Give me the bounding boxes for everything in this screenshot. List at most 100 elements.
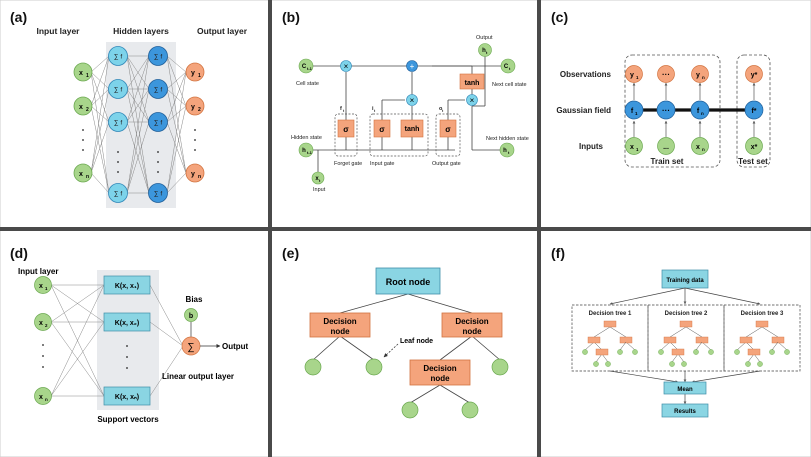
neuron-symbol: ∑ f	[114, 87, 122, 94]
input-tanh: tanh	[405, 126, 420, 133]
hidden-ellipsis-dot	[157, 161, 159, 163]
tree1-label: Decision tree 1	[589, 311, 632, 317]
field-fstar: f*	[751, 108, 756, 115]
decision-node-right	[441, 312, 503, 338]
leaf-node	[461, 401, 479, 419]
mini-tree-edge	[669, 326, 687, 338]
output-gate-label: Output gate	[432, 161, 461, 167]
mini-tree-edge	[753, 353, 761, 363]
mean-box	[663, 381, 707, 395]
it-sub: t	[374, 109, 376, 113]
cell-state-label: Cell state	[296, 81, 319, 87]
mini-tree-leaf	[745, 361, 751, 367]
panel-label-c: (c)	[551, 9, 568, 25]
h-next-sub: t	[508, 150, 510, 155]
connection-line	[126, 88, 150, 194]
mini-tree-leaf	[593, 361, 599, 367]
hidden-neuron	[148, 112, 168, 132]
mini-tree-edge	[593, 326, 611, 338]
results-label: Results	[674, 409, 696, 415]
input-label: Input	[313, 187, 326, 193]
mini-tree-leaf	[734, 349, 740, 355]
mini-tree-node	[603, 320, 617, 328]
output-multiply: ×	[470, 96, 475, 105]
forget-gate-label: Forget gate	[334, 161, 362, 167]
gp-input-nodes: x 1 ... x n x*	[625, 137, 763, 155]
connection-line	[166, 71, 187, 90]
mini-tree-node	[663, 336, 677, 344]
decision-left-line2: node	[330, 327, 350, 336]
connection-line	[90, 105, 110, 194]
panel-f-random-forest: Training data Decision tree 1 Decision t…	[571, 269, 801, 418]
x1-sub: 1	[86, 73, 89, 79]
hidden-ellipsis-dot	[117, 171, 119, 173]
mini-tree-leaf	[769, 349, 775, 355]
test-set-label: Test set	[738, 157, 768, 166]
mini-tree-leaf	[681, 361, 687, 367]
ft-sub: t	[343, 109, 345, 113]
svm-input-nodes: x 1 x 2 x n	[34, 276, 52, 405]
svm-input-ellipsis	[42, 344, 44, 368]
output-layer-label: Output layer	[197, 26, 248, 36]
field-f1-sub: 1	[635, 111, 638, 116]
svm-connection-line	[50, 321, 105, 397]
mini-tree-leaf	[617, 349, 623, 355]
support-vectors-label: Support vectors	[97, 415, 159, 424]
tree-boxes	[571, 304, 801, 372]
mini-tree-leaf	[669, 361, 675, 367]
train-set-label: Train set	[651, 157, 684, 166]
ct-label: C	[504, 64, 509, 70]
obs-dots: ···	[662, 70, 670, 79]
leaf-node	[401, 401, 419, 419]
obs-ystar: y*	[751, 72, 758, 79]
svm-kernel-ellipsis	[126, 345, 128, 369]
mini-tree-edge	[619, 341, 627, 351]
connection-line	[90, 55, 110, 107]
tree2-label: Decision tree 2	[665, 311, 708, 317]
mini-tree-node	[671, 348, 685, 356]
gaussian-field-label: Gaussian field	[556, 106, 611, 115]
c-prev-label: C	[302, 64, 307, 70]
bias-label: Bias	[186, 295, 203, 304]
bias-node	[184, 308, 198, 322]
neuron-symbol: ∑ f	[154, 87, 162, 94]
hidden-neuron	[108, 46, 128, 66]
mini-tree-edge	[736, 341, 747, 351]
ct-sub: t	[509, 66, 511, 71]
hidden-ellipsis-dot	[157, 151, 159, 153]
connection-line	[166, 55, 187, 174]
mini-tree-node	[739, 336, 753, 344]
sum-symbol: ∑	[187, 342, 194, 353]
connection-line	[90, 55, 110, 73]
connection-line	[90, 172, 110, 194]
cell-add: +	[410, 62, 415, 71]
lstm-state-nodes: C t-1 h t-1 x t h t C t h t	[298, 43, 516, 185]
mini-tree-edge	[601, 353, 609, 363]
y2-label: y	[191, 104, 195, 111]
training-data-label: Training data	[666, 278, 704, 284]
mini-tree-edge	[625, 341, 636, 351]
field-fn: f	[697, 108, 700, 115]
yn-label: y	[191, 171, 195, 178]
mini-tree-edge	[677, 353, 685, 363]
root-node	[375, 267, 441, 295]
xn-sub: n	[86, 174, 89, 180]
lstm-operators: × + × ×	[340, 60, 478, 106]
neuron-symbol: ∑ f	[154, 191, 162, 198]
gate-activations: σ σ tanh σ tanh	[337, 73, 485, 138]
connection-line	[166, 172, 187, 194]
h-out-sub: t	[486, 50, 488, 55]
mini-tree-edge	[701, 341, 712, 351]
output-label: Output	[476, 35, 493, 41]
root-node-label: Root node	[386, 277, 431, 287]
neuron-symbol: ∑ f	[154, 120, 162, 127]
ot-label: o	[439, 106, 443, 112]
connection-line	[126, 55, 150, 90]
mini-tree-leaf	[784, 349, 790, 355]
svm-connection-line	[50, 284, 105, 323]
mini-tree-edge	[595, 353, 603, 363]
neuron-symbol: ∑ f	[154, 54, 162, 61]
svm-connections	[50, 284, 184, 397]
panel-label-e: (e)	[282, 245, 299, 261]
